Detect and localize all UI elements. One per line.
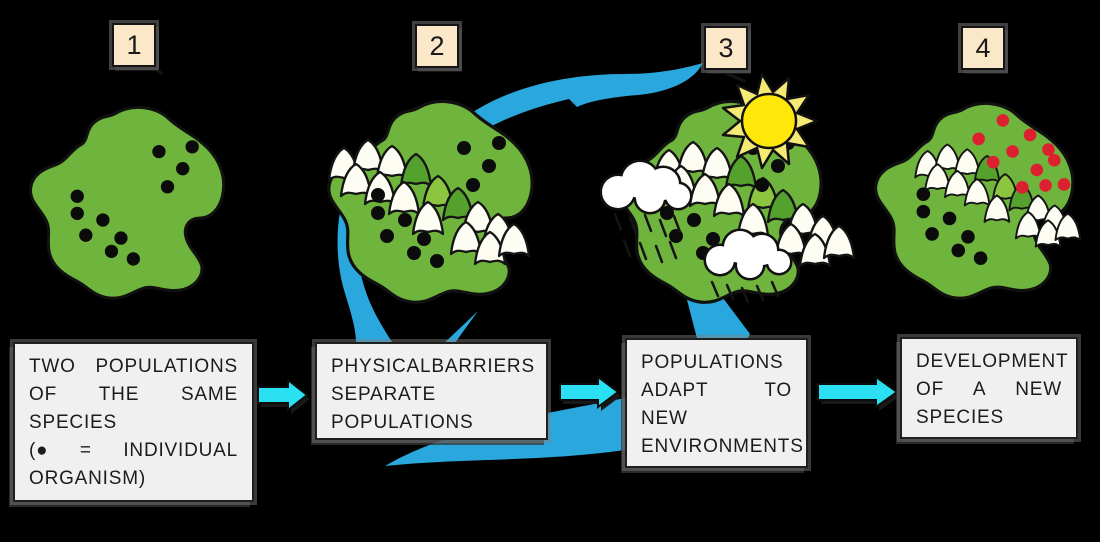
- organism-dot: [1042, 143, 1055, 156]
- caption-line: (●=INDIVIDUAL: [29, 440, 238, 461]
- organism-dot: [160, 180, 175, 194]
- caption-line: SPECIES: [29, 412, 117, 433]
- organism-dot: [492, 136, 506, 150]
- stage-number: 2: [429, 30, 445, 61]
- rain-lines: [613, 212, 682, 264]
- organism-dot: [371, 206, 385, 220]
- organism-dot: [79, 228, 93, 242]
- arrow-stage2-to-3-icon: [559, 375, 620, 409]
- organism-dot: [126, 252, 140, 266]
- caption-line: POPULATIONS: [331, 412, 474, 433]
- ribbon-fragment: [440, 311, 478, 347]
- arrow-stage3-to-4-icon: [817, 375, 899, 409]
- organism-dot: [1047, 153, 1061, 167]
- organism-dot: [417, 232, 431, 246]
- arrow-stage1-to-2-icon: [257, 377, 309, 413]
- organism-dots-stage-4-red: [972, 114, 1071, 194]
- organism-dot: [1030, 163, 1044, 177]
- caption-line: NEW: [641, 408, 688, 429]
- stage-number-box-2: 2: [415, 24, 459, 68]
- organism-dot: [961, 230, 975, 244]
- organism-dot: [70, 206, 84, 220]
- organism-dot: [951, 243, 966, 258]
- caption-line: DEVELOPMENT: [916, 351, 1069, 372]
- organism-dot: [1015, 181, 1029, 194]
- organism-dot: [925, 227, 939, 241]
- organism-dot: [942, 211, 957, 226]
- stage-number-box-1: 1: [112, 23, 156, 67]
- organism-dot: [114, 231, 128, 245]
- organism-dot: [916, 204, 931, 219]
- organism-dot: [466, 178, 480, 192]
- organism-dot: [1006, 145, 1019, 158]
- rain-cloud-icon: [703, 228, 793, 281]
- organism-dots-stage-2: [371, 136, 506, 268]
- ribbon-top-arc: [432, 63, 703, 158]
- stage-number: 1: [126, 29, 142, 60]
- organism-dot: [755, 178, 769, 192]
- organism-dot: [482, 159, 496, 173]
- organism-dot: [1057, 178, 1071, 191]
- caption-line: ENVIRONMENTS: [641, 436, 804, 457]
- caption-line: SEPARATE: [331, 384, 436, 405]
- organism-dot: [371, 188, 385, 202]
- island-stage-2: [327, 99, 534, 304]
- stage-number: 4: [975, 32, 991, 63]
- organism-dot: [996, 114, 1010, 127]
- flow-arrows: [257, 375, 900, 414]
- island-stage-1: [28, 105, 226, 300]
- organism-dot: [96, 213, 110, 227]
- tick-stage1: [149, 64, 163, 75]
- caption-line: POPULATIONS: [641, 352, 784, 373]
- organism-dot: [687, 213, 701, 227]
- organism-dot: [152, 144, 166, 159]
- organism-dot: [972, 132, 985, 146]
- island-stage-4: [874, 101, 1082, 300]
- organism-dots-stage-1: [70, 140, 199, 266]
- organism-dot: [457, 141, 471, 155]
- organism-dot: [104, 244, 119, 258]
- caption-line: SPECIES: [916, 407, 1004, 428]
- organism-dot: [973, 251, 988, 265]
- organism-dot: [176, 162, 190, 176]
- organism-dot: [916, 187, 931, 201]
- organism-dot: [398, 213, 412, 227]
- organism-dot: [1039, 179, 1052, 192]
- rain-cloud-icon: [599, 159, 693, 215]
- organism-dot: [185, 140, 199, 154]
- organism-dot: [407, 246, 421, 260]
- organism-dot: [986, 155, 1000, 169]
- organism-dot: [1023, 128, 1037, 142]
- organism-dot: [430, 254, 444, 268]
- caption-line: ORGANISM): [29, 468, 146, 489]
- organism-dot: [771, 159, 785, 173]
- sun-icon: [721, 72, 819, 170]
- organism-dots-stage-4-black: [916, 187, 988, 265]
- organism-dot: [380, 229, 394, 243]
- stage-number-box-4: 4: [961, 26, 1005, 70]
- rain-lines: [710, 280, 780, 304]
- stage-number: 3: [718, 32, 734, 63]
- organism-dot: [70, 189, 84, 203]
- organism-dot: [706, 232, 720, 246]
- stage-number-box-3: 3: [704, 26, 748, 70]
- organism-dot: [660, 206, 674, 220]
